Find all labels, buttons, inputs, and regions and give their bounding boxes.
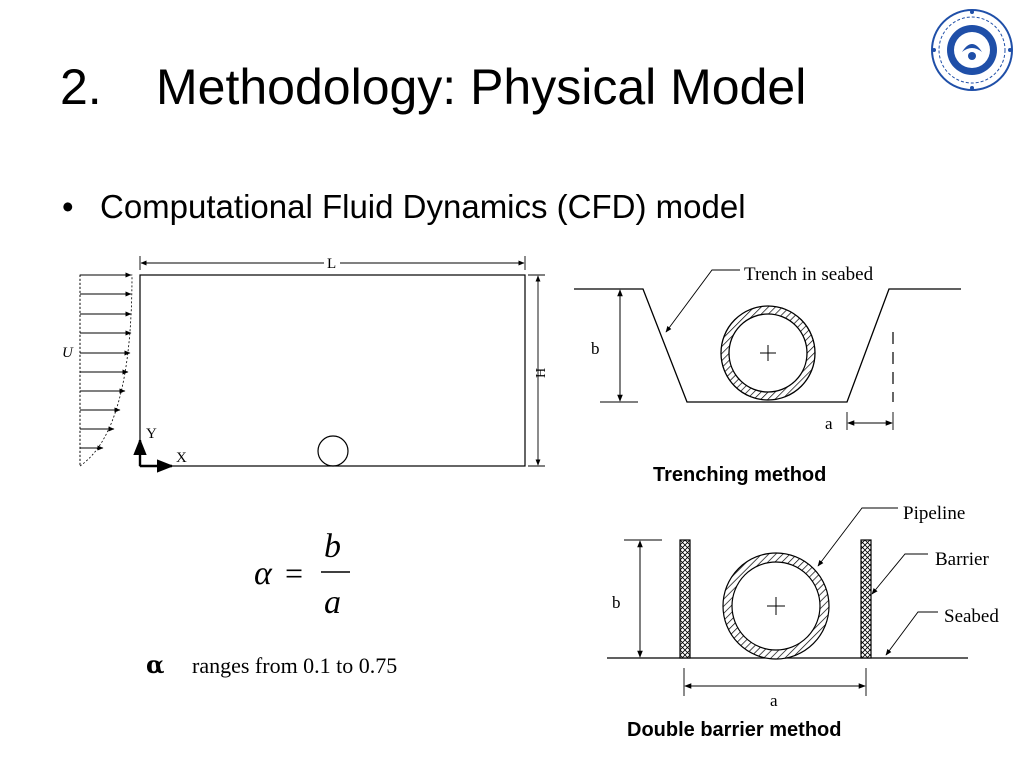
barrier-leader bbox=[871, 553, 928, 595]
velocity-profile-curve bbox=[79, 274, 133, 467]
cylinder bbox=[317, 435, 349, 467]
y-axis-label: Y bbox=[146, 426, 157, 442]
title-number: 2. bbox=[60, 59, 102, 115]
x-axis-label: X bbox=[176, 450, 187, 466]
height-label: H bbox=[534, 368, 549, 378]
title-text: Methodology: Physical Model bbox=[156, 59, 807, 115]
barrier-figure bbox=[607, 507, 968, 696]
domain-figure bbox=[79, 256, 545, 473]
right-barrier bbox=[860, 539, 872, 659]
trench-caption: Trenching method bbox=[653, 464, 827, 486]
trench-figure bbox=[574, 269, 961, 430]
trench-offset-label: a bbox=[825, 414, 833, 433]
alpha-symbol: α bbox=[146, 650, 165, 679]
bullet-symbol: • bbox=[62, 188, 74, 225]
left-barrier bbox=[679, 539, 691, 659]
velocity-arrows bbox=[80, 272, 132, 451]
equation-lhs: α bbox=[254, 555, 273, 592]
trench-callout-leader bbox=[665, 269, 740, 333]
bullet-text: Computational Fluid Dynamics (CFD) model bbox=[100, 188, 746, 225]
equation-equals: = bbox=[285, 555, 303, 591]
barrier-spacing-label: a bbox=[770, 691, 778, 710]
seabed-label: Seabed bbox=[944, 606, 999, 627]
seabed-leader bbox=[885, 611, 938, 656]
barrier-depth-label: b bbox=[612, 593, 621, 612]
computational-domain bbox=[139, 274, 526, 467]
alpha-range-note: α ranges from 0.1 to 0.75 bbox=[146, 650, 397, 679]
alpha-equation: α = b a bbox=[254, 528, 350, 621]
velocity-label: U bbox=[62, 345, 74, 361]
barrier-label: Barrier bbox=[935, 549, 989, 570]
length-label: L bbox=[327, 256, 336, 272]
trench-depth-label: b bbox=[591, 339, 600, 358]
trench-callout-label: Trench in seabed bbox=[744, 264, 874, 285]
equation-numerator: b bbox=[324, 528, 341, 565]
alpha-range-text: ranges from 0.1 to 0.75 bbox=[192, 653, 398, 678]
bullet-item: • Computational Fluid Dynamics (CFD) mode… bbox=[62, 190, 746, 223]
equation-denominator: a bbox=[324, 584, 341, 621]
university-seal-icon bbox=[931, 9, 1013, 91]
slide-title: 2. Methodology: Physical Model bbox=[60, 62, 806, 112]
pipeline-leader bbox=[817, 507, 898, 567]
barrier-caption: Double barrier method bbox=[627, 719, 842, 741]
pipeline-label: Pipeline bbox=[903, 503, 965, 524]
